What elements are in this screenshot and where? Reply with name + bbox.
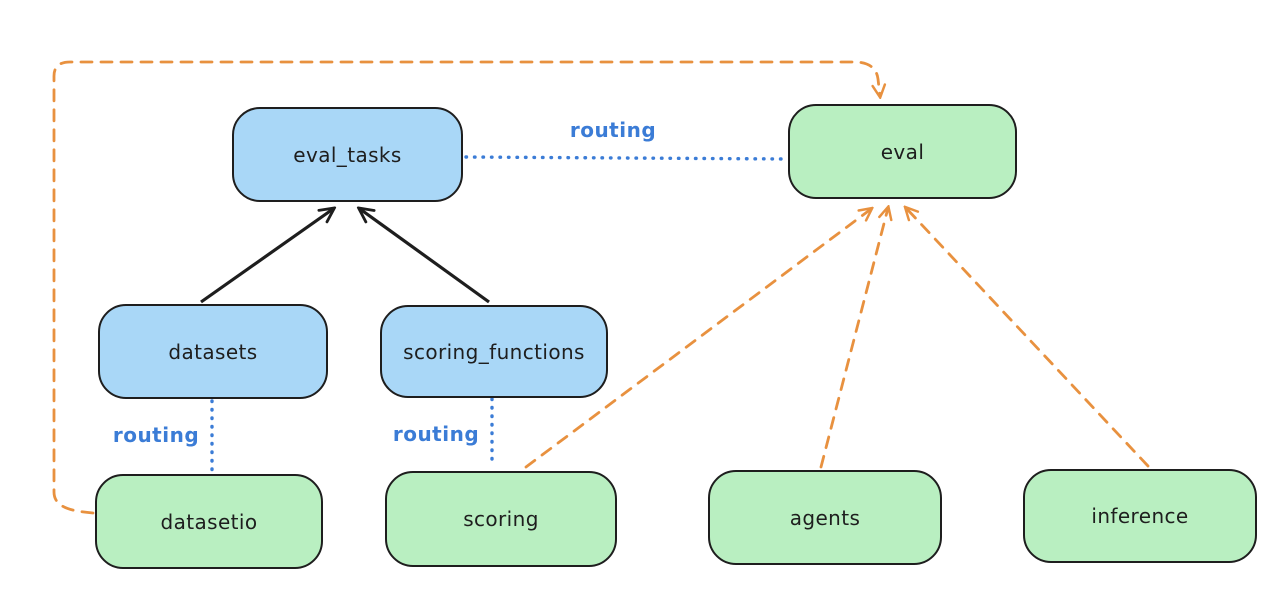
node-scoring-functions: scoring_functions: [380, 305, 608, 398]
node-agents: agents: [708, 470, 942, 565]
edge-datasets-to-eval-tasks-arrow: [200, 209, 333, 304]
node-scoring: scoring: [385, 471, 617, 567]
node-eval-tasks: eval_tasks: [232, 107, 463, 202]
edge-scoring-functions-to-eval-tasks-arrow: [360, 209, 490, 304]
edge-agents-to-eval-arrow: [819, 208, 888, 469]
node-scoring-label: scoring: [463, 507, 539, 531]
node-inference: inference: [1023, 469, 1257, 563]
node-datasetio: datasetio: [95, 474, 323, 569]
edge-label-routing-eval-tasks-eval: routing: [569, 118, 657, 142]
node-agents-label: agents: [789, 505, 861, 530]
edge-datasetio-to-eval-arrow: [52, 60, 880, 515]
node-eval-label: eval: [880, 139, 925, 164]
node-inference-label: inference: [1091, 504, 1189, 528]
edge-label-routing-scoring-functions-scoring: routing: [392, 422, 480, 446]
node-scoring-functions-label: scoring_functions: [403, 339, 585, 364]
edge-label-routing-datasets-datasetio: routing: [112, 423, 200, 447]
edge-scoring-to-eval-arrow: [524, 209, 871, 469]
edge-inference-to-eval-arrow: [906, 208, 1150, 468]
node-datasetio-label: datasetio: [160, 509, 258, 534]
node-eval-tasks-label: eval_tasks: [293, 142, 402, 167]
node-eval: eval: [788, 104, 1017, 199]
node-datasets-label: datasets: [168, 339, 258, 364]
edge-eval-tasks-to-eval-routing-line: [464, 155, 788, 161]
node-datasets: datasets: [98, 304, 328, 399]
